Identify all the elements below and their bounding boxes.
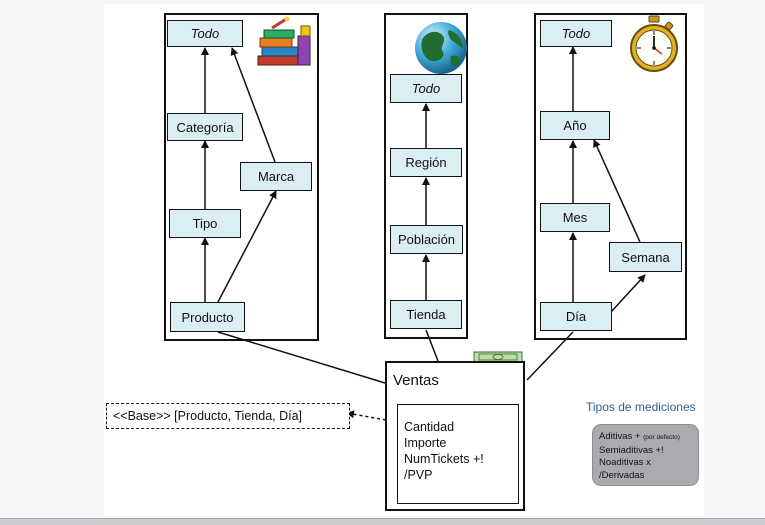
bottom-rule <box>0 518 765 525</box>
node-time-todo: Todo <box>540 20 612 47</box>
node-store-todo: Todo <box>390 74 462 103</box>
globe-icon <box>415 22 467 74</box>
fact-ventas: Ventas Cantidad Importe NumTickets +! /P… <box>385 361 525 511</box>
node-poblacion: Población <box>390 225 463 254</box>
base-label: <<Base>> [Producto, Tienda, Día] <box>113 409 303 423</box>
node-product-todo: Todo <box>167 20 243 47</box>
measure-types-title: Tipos de mediciones <box>586 400 696 414</box>
node-semana: Semana <box>609 242 682 272</box>
edge-producto-marca <box>217 190 277 303</box>
node-producto: Producto <box>170 302 245 332</box>
node-tienda: Tienda <box>390 300 462 329</box>
measure-type-item: Aditivas + (por defecto) <box>599 431 680 442</box>
node-anio: Año <box>540 111 610 140</box>
measure-item: Cantidad <box>404 420 455 434</box>
fact-title: Ventas <box>393 372 439 389</box>
link-producto-ventas <box>217 331 386 384</box>
measure-type-item: Noaditivas x <box>599 457 651 468</box>
base-annotation: <<Base>> [Producto, Tienda, Día] <box>106 403 350 429</box>
measure-type-item: Semiaditivas +! <box>599 444 664 456</box>
node-marca: Marca <box>240 162 312 191</box>
books-icon <box>257 16 311 66</box>
measure-item: NumTickets +! <box>404 452 484 466</box>
edge-dia-semana <box>610 274 646 313</box>
node-region: Región <box>390 148 462 177</box>
link-dia-ventas <box>526 331 574 381</box>
edge-semana-anio <box>593 139 641 243</box>
node-tipo: Tipo <box>169 209 241 238</box>
edge-marca-todo <box>230 47 276 163</box>
measure-types-box: Aditivas + (por defecto) Semiaditivas +!… <box>592 424 699 486</box>
measure-type-item: /Derivadas <box>599 469 645 481</box>
node-mes: Mes <box>540 203 610 232</box>
measure-item: Importe <box>404 436 447 450</box>
measures-box: Cantidad Importe NumTickets +! /PVP <box>397 404 519 504</box>
link-tienda-ventas <box>425 329 439 362</box>
node-categoria: Categoría <box>167 113 243 141</box>
base-link <box>346 410 387 421</box>
node-dia: Día <box>540 302 612 331</box>
measure-item: /PVP <box>404 468 433 482</box>
stopwatch-icon <box>630 15 678 72</box>
